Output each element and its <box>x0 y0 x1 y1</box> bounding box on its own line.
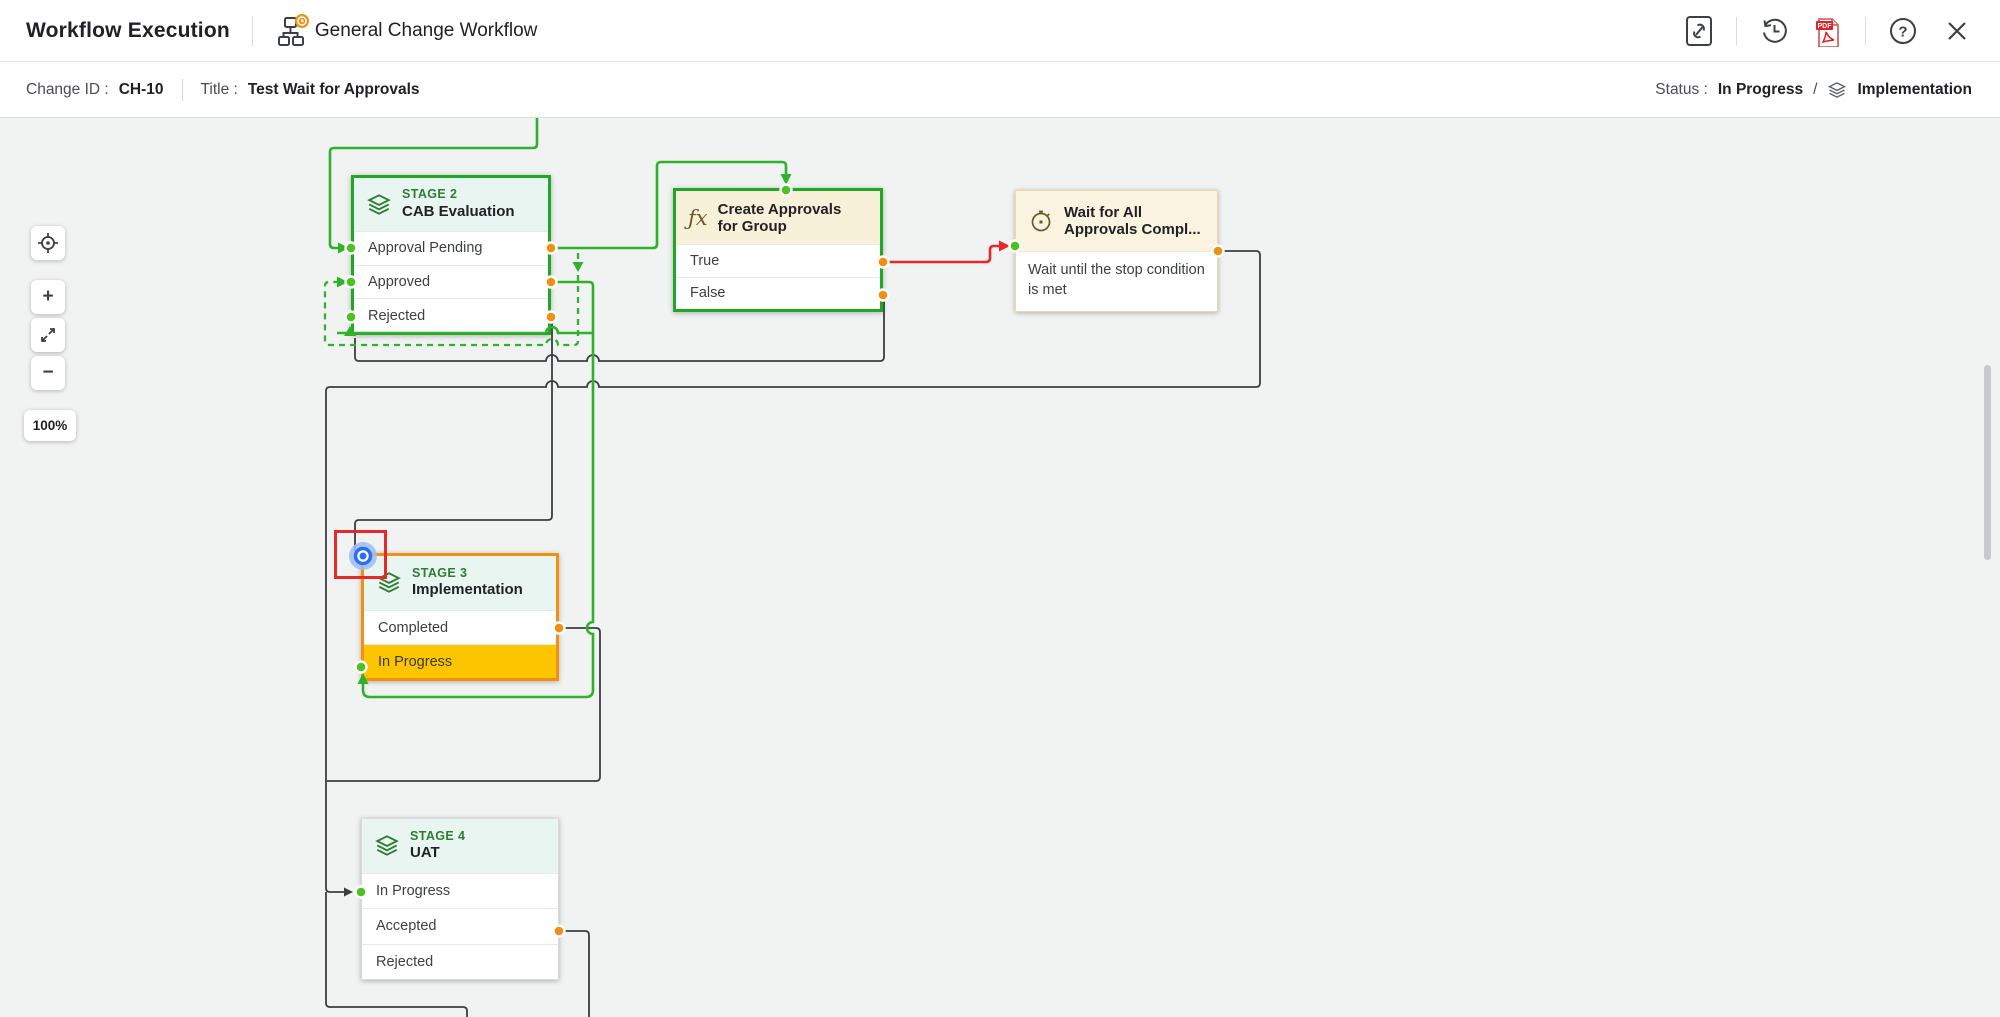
zoom-level-indicator[interactable]: 100% <box>24 410 76 441</box>
zoom-out-button[interactable]: − <box>31 356 65 390</box>
help-icon[interactable]: ? <box>1886 14 1920 48</box>
locate-button[interactable] <box>31 226 65 260</box>
help-glyph: ? <box>1898 23 1907 40</box>
stage-label: STAGE 2 <box>402 187 458 202</box>
status-row-approved[interactable]: Approved <box>354 264 548 299</box>
status-row-approval-pending[interactable]: Approval Pending <box>354 231 548 265</box>
divider <box>181 78 183 101</box>
link-icon[interactable] <box>1682 14 1716 48</box>
workflow-icon <box>275 11 315 51</box>
node-description: Wait until the stop condition is met <box>1016 251 1217 311</box>
info-bar: Change ID : CH-10 Title : Test Wait for … <box>0 62 2000 118</box>
node-stage4-uat[interactable]: STAGE 4 UAT In Progress Accepted Rejecte… <box>361 818 559 980</box>
fit-screen-button[interactable] <box>31 318 65 352</box>
status-row-rejected[interactable]: Rejected <box>362 943 558 979</box>
node-title: CAB Evaluation <box>402 202 515 220</box>
status-row-in-progress-active[interactable]: In Progress <box>364 644 556 678</box>
node-title: Create Approvals for Group <box>717 200 842 235</box>
close-icon[interactable] <box>1940 14 1974 48</box>
branch-row-false[interactable]: False <box>676 276 880 309</box>
node-title: UAT <box>410 844 440 862</box>
stopwatch-icon <box>1028 208 1054 234</box>
layers-icon <box>374 833 400 859</box>
title-value: Test Wait for Approvals <box>247 80 420 98</box>
title-label: Title : <box>200 80 238 98</box>
branch-row-true[interactable]: True <box>676 244 880 277</box>
change-id-label: Change ID : <box>26 80 109 98</box>
status-row-rejected[interactable]: Rejected <box>354 298 548 333</box>
current-node-marker <box>334 530 387 579</box>
page-title: Workflow Execution <box>26 18 230 42</box>
connector-wires <box>323 118 1261 1017</box>
node-create-approvals[interactable]: ƒx Create Approvals for Group True False <box>673 188 883 312</box>
divider <box>1865 16 1866 45</box>
zoom-in-button[interactable]: + <box>31 280 65 314</box>
layers-icon <box>366 192 392 218</box>
change-id-value: CH-10 <box>118 80 164 98</box>
function-icon: ƒx <box>688 205 708 230</box>
status-stage-value: Implementation <box>1857 80 1972 98</box>
workflow-name: General Change Workflow <box>314 19 538 41</box>
node-stage2-cab-evaluation[interactable]: STAGE 2 CAB Evaluation Approval Pending … <box>351 175 551 335</box>
pdf-label: PDF <box>1818 23 1833 30</box>
node-title: Wait for All Approvals Compl... <box>1064 204 1201 238</box>
status-group: Status : In Progress / Implementation <box>1655 80 1974 100</box>
top-bar: Workflow Execution General Change Workfl… <box>0 0 2000 62</box>
divider <box>1736 16 1737 45</box>
status-row-accepted[interactable]: Accepted <box>362 908 558 944</box>
vertical-scrollbar[interactable] <box>1984 365 1991 560</box>
export-pdf-icon[interactable]: PDF <box>1811 14 1845 48</box>
divider <box>251 15 253 46</box>
stage-label: STAGE 4 <box>410 828 466 843</box>
node-wait-for-approvals[interactable]: Wait for All Approvals Compl... Wait unt… <box>1015 190 1218 312</box>
node-stage3-implementation[interactable]: STAGE 3 Implementation Completed In Prog… <box>361 553 559 681</box>
status-label: Status : <box>1655 80 1708 98</box>
status-value: In Progress <box>1717 80 1804 98</box>
history-icon[interactable] <box>1757 14 1791 48</box>
status-row-completed[interactable]: Completed <box>364 610 556 644</box>
status-row-in-progress[interactable]: In Progress <box>362 873 558 909</box>
node-title: Implementation <box>412 581 523 599</box>
execution-target-icon <box>347 540 379 577</box>
stage-label: STAGE 3 <box>412 565 468 580</box>
status-separator: / <box>1813 80 1818 98</box>
workflow-canvas[interactable]: STAGE 2 CAB Evaluation Approval Pending … <box>0 118 2000 1017</box>
layers-icon <box>1827 80 1847 100</box>
